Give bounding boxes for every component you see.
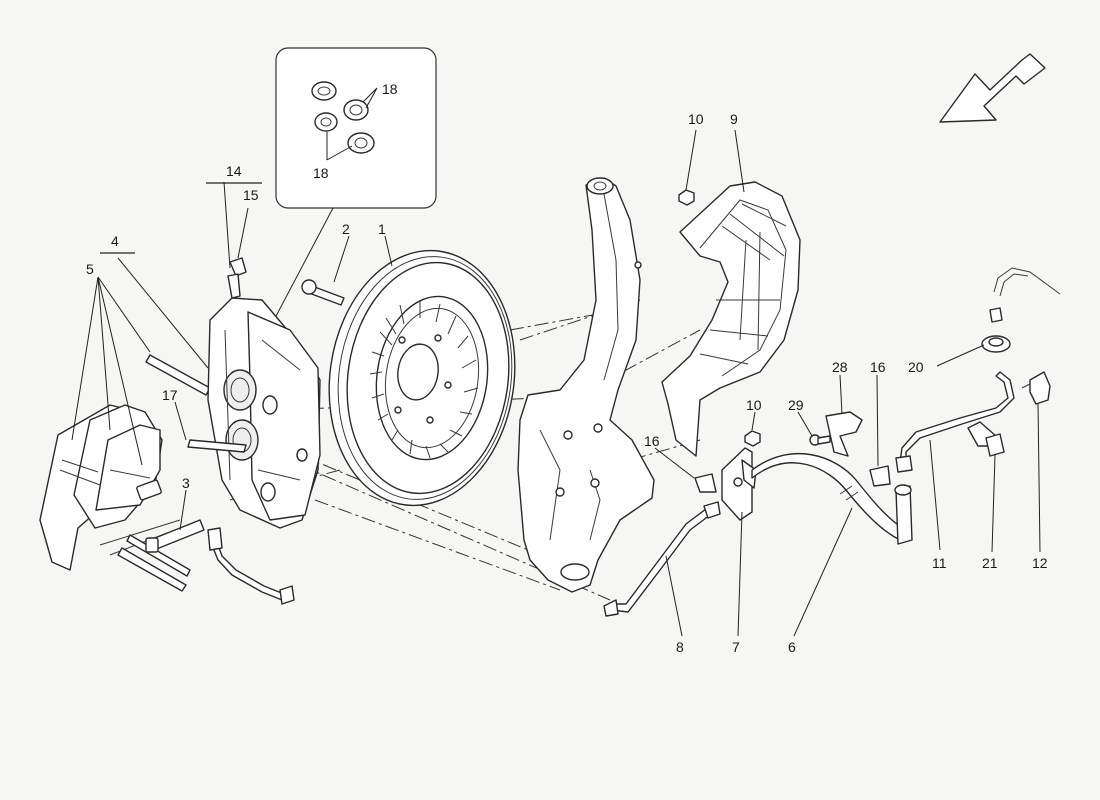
callout-8: 8 [676,639,684,655]
leader-lines [71,129,1041,637]
caliper-bolt [145,519,205,553]
hose-clip [694,473,717,493]
caliper-brake-pipe [207,527,295,605]
callout-3: 3 [182,475,190,491]
callout-10: 10 [688,111,704,127]
callout-20: 20 [908,359,924,375]
pipe-clip [869,465,891,487]
callout-4: 4 [111,233,119,249]
callout-28: 28 [832,359,848,375]
callout-12: 12 [1032,555,1048,571]
callout-21: 21 [982,555,998,571]
direction-arrow-icon [939,53,1046,123]
bracket-nut [744,430,761,447]
pad-pins [117,354,211,592]
sensor-connector [1021,371,1051,405]
bracket-screw [809,434,831,446]
grommet [981,335,1011,353]
dust-shield [661,181,801,457]
shield-nut [678,189,695,206]
flexible-brake-hose [751,453,913,545]
clip-bracket [825,411,863,457]
brake-pads [39,404,181,571]
callout-14: 14 [226,163,242,179]
callout-18: 18 [313,165,329,181]
callout-17: 17 [162,387,178,403]
callout-9: 9 [730,111,738,127]
rigid-brake-pipe-11 [895,267,1061,473]
callout-15: 15 [243,187,259,203]
rigid-brake-pipe-8 [603,501,721,617]
callout-1: 1 [378,221,386,237]
hose-bracket [721,447,757,521]
callout-6: 6 [788,639,796,655]
steering-knuckle [517,177,655,593]
inset-frame [275,47,437,209]
callout-18: 18 [382,81,398,97]
bleed-screw [227,257,247,299]
disc-screw [301,279,345,306]
wear-sensor [967,421,1005,457]
callout-10: 10 [746,397,762,413]
callout-16: 16 [644,433,660,449]
callout-5: 5 [86,261,94,277]
callout-11: 11 [932,555,947,571]
brake-caliper [187,297,321,529]
callout-7: 7 [732,639,740,655]
callout-2: 2 [342,221,350,237]
seal-kit-inset: 18 18 [244,47,437,376]
seal-ring [311,81,375,154]
brake-disc [328,249,516,507]
callout-16: 16 [870,359,886,375]
callout-29: 29 [788,397,804,413]
callout-labels: 1 2 3 4 5 6 7 8 9 10 10 11 12 14 15 16 1… [86,111,1048,655]
